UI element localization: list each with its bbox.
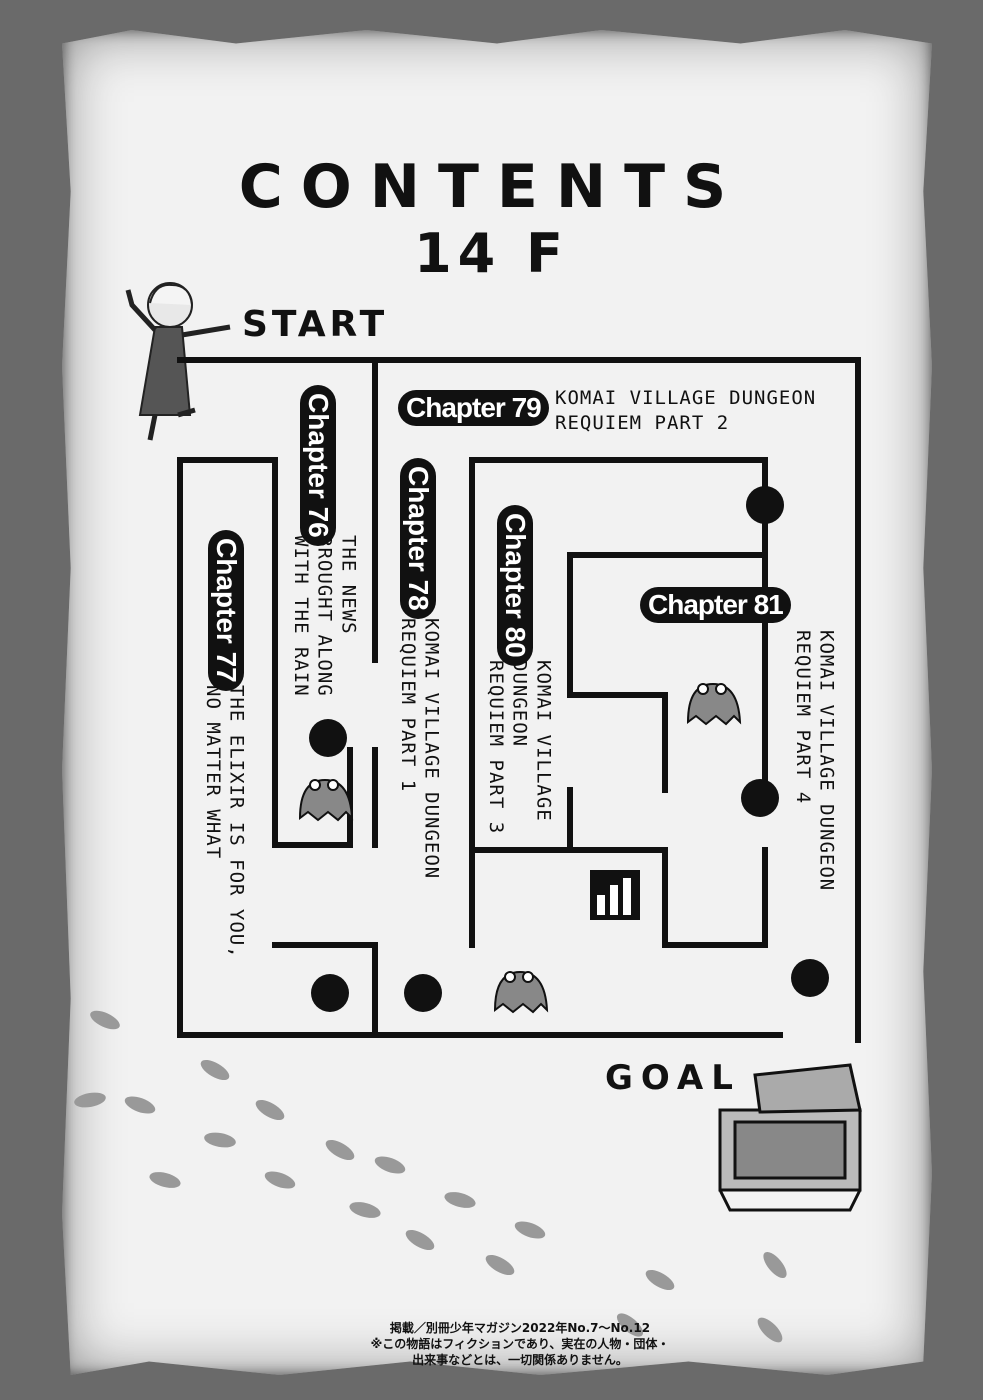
maze-dot	[741, 779, 779, 817]
slime-monster-icon	[686, 682, 742, 726]
goal-label: GOAL	[605, 1058, 741, 1098]
slime-monster-icon	[298, 778, 354, 822]
girl-character-illustration	[125, 282, 231, 441]
page-title: CONTENTS	[238, 152, 745, 222]
maze-dot	[311, 974, 349, 1012]
chapter-77-title: THE ELIXIR IS FOR YOU,NO MATTER WHAT	[201, 685, 248, 959]
maze-dot	[791, 959, 829, 997]
chapter-78-badge: Chapter 78	[400, 458, 436, 619]
bar-chart-icon	[590, 870, 640, 920]
maze-dot	[746, 486, 784, 524]
start-label: START	[242, 304, 389, 345]
footprints-trail	[74, 1010, 787, 1343]
treasure-chest-illustration	[718, 1063, 862, 1212]
chapter-81-badge: Chapter 81	[640, 587, 791, 623]
chapter-77-badge: Chapter 77	[208, 530, 244, 691]
maze-dot	[404, 974, 442, 1012]
chapter-76-badge: Chapter 76	[300, 385, 336, 546]
chapter-80-badge: Chapter 80	[497, 505, 533, 666]
maze-dot	[309, 719, 347, 757]
floor-label: 14 F	[414, 222, 569, 285]
slime-monster-icon	[493, 970, 549, 1014]
chapter-79-badge: Chapter 79	[398, 390, 549, 426]
publication-footer: 掲載／別冊少年マガジン2022年No.7〜No.12 ※この物語はフィクションで…	[370, 1321, 670, 1368]
